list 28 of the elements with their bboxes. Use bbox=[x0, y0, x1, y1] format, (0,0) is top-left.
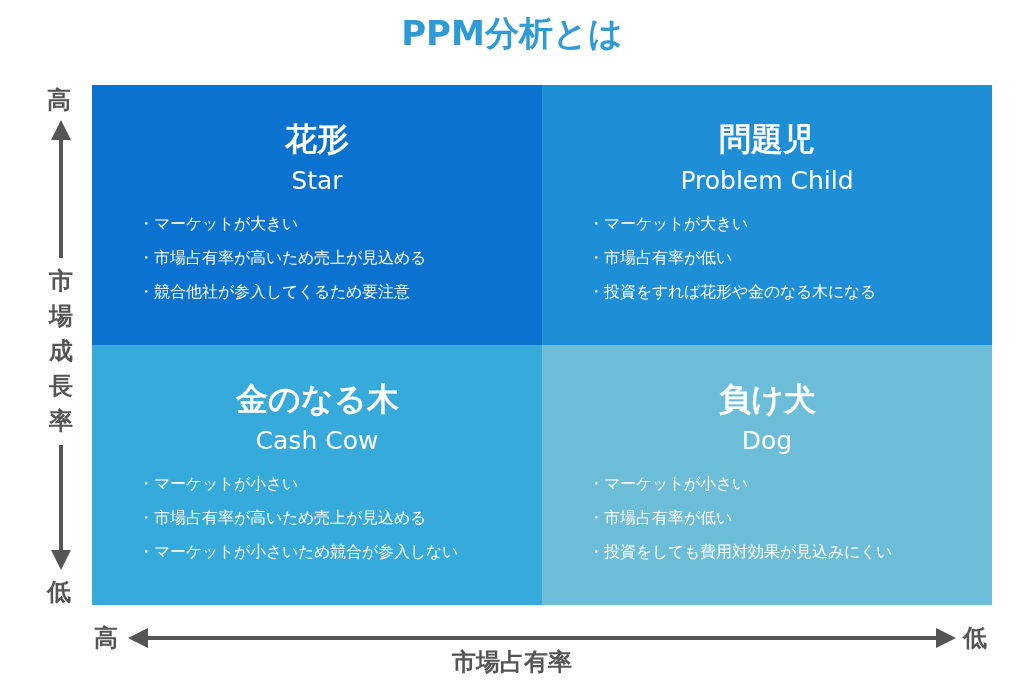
quadrant-box bbox=[542, 85, 992, 345]
axis-label: 高 bbox=[47, 86, 71, 114]
quadrant-subtitle: Star bbox=[290, 165, 344, 197]
bullet-text: ・市場占有率が低い bbox=[588, 247, 732, 269]
quadrant-subtitle: Problem Child bbox=[679, 165, 855, 197]
bullet-text: ・市場占有率が低い bbox=[588, 507, 732, 529]
quadrant-box bbox=[92, 345, 542, 605]
quadrant-box bbox=[542, 345, 992, 605]
bullet-text: ・マーケットが小さいため競合が参入しない bbox=[138, 541, 458, 563]
quadrant-subtitle: Dog bbox=[740, 425, 794, 457]
bullet-text: ・マーケットが大きい bbox=[138, 213, 298, 235]
quadrant-title: 金のなる木 bbox=[234, 379, 400, 419]
title: PPM分析とは bbox=[400, 12, 624, 54]
bullet-text: ・市場占有率が高いため売上が見込める bbox=[138, 507, 426, 529]
bullet-text: ・投資をしても費用対効果が見込みにくい bbox=[588, 541, 892, 563]
quadrant-title: 問題児 bbox=[718, 119, 816, 159]
quadrant-title: 花形 bbox=[284, 119, 350, 159]
axis-title: 市場占有率 bbox=[451, 648, 573, 676]
bullet-text: ・マーケットが大きい bbox=[588, 213, 748, 235]
bullet-text: ・マーケットが小さい bbox=[588, 473, 748, 495]
bullet-text: ・競合他社が参入してくるため要注意 bbox=[138, 281, 410, 303]
bullet-text: ・投資をすれば花形や金のなる木になる bbox=[588, 281, 876, 303]
bullet-text: ・マーケットが小さい bbox=[138, 473, 298, 495]
quadrant-title: 負け犬 bbox=[717, 379, 817, 419]
quadrant-subtitle: Cash Cow bbox=[254, 425, 380, 457]
axis-title: 市場成長率 bbox=[47, 258, 75, 445]
quadrant-box bbox=[92, 85, 542, 345]
bullet-text: ・市場占有率が高いため売上が見込める bbox=[138, 247, 426, 269]
